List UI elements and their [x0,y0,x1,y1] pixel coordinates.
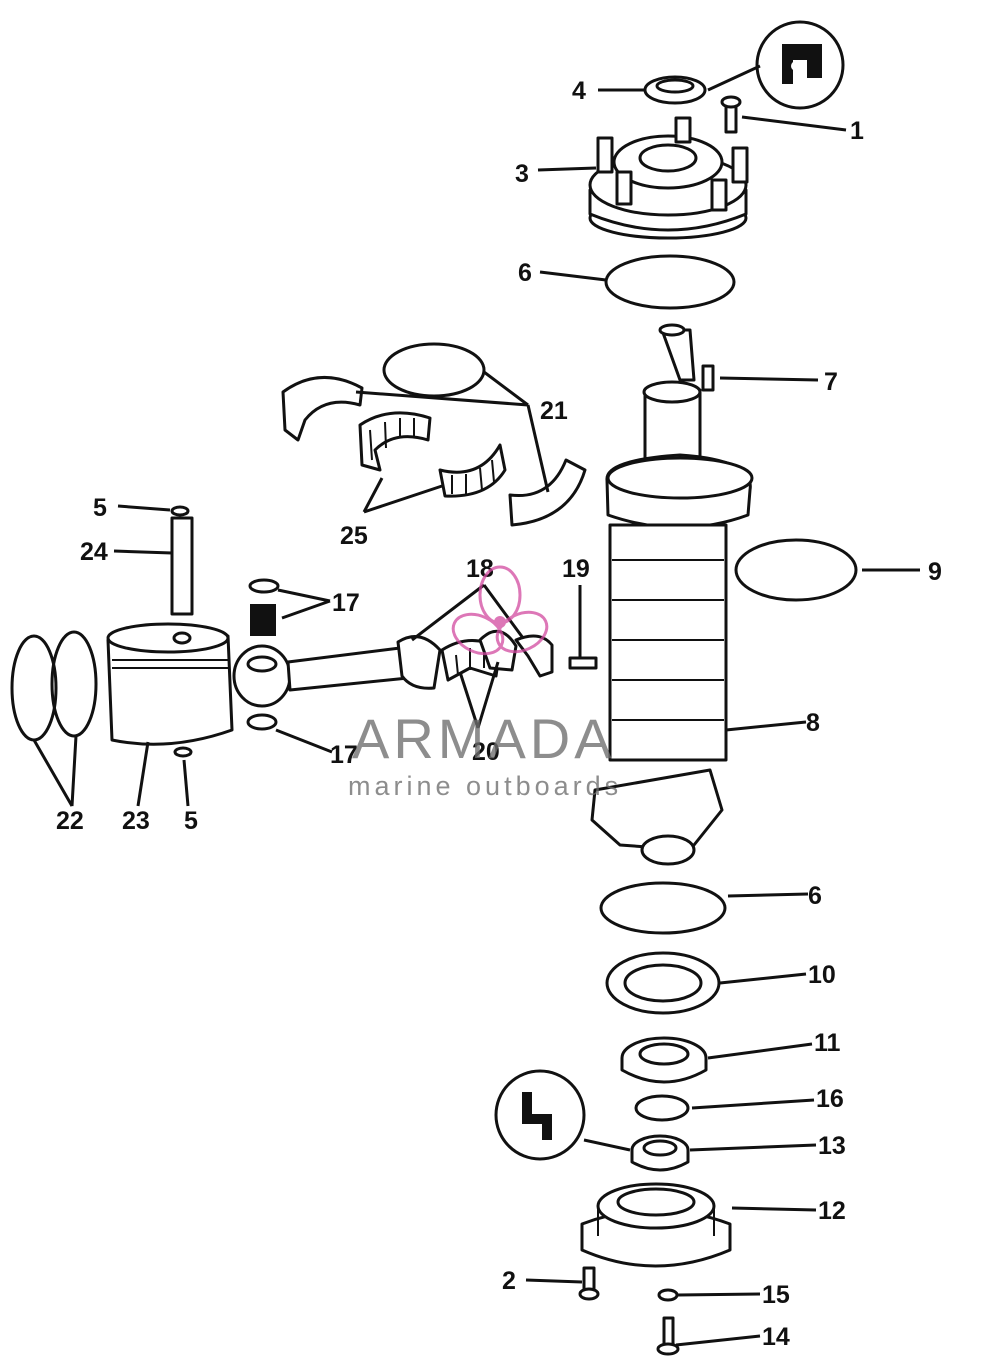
piston [106,622,234,746]
connecting-rod [232,635,442,708]
callout-14: 14 [762,1323,790,1351]
callout-11: 11 [814,1029,841,1057]
callout-15: 15 [762,1281,790,1309]
upper-seal [643,75,707,105]
rod-bearing-20 [440,629,518,682]
piston-rings [10,630,98,742]
callout-24: 24 [80,538,108,566]
callout-2: 2 [502,1267,516,1295]
seal-lip-icon [755,20,845,110]
callout-20: 20 [472,738,500,766]
callout-23: 23 [122,807,150,835]
callout-1: 1 [850,117,864,145]
bearing-half-left [281,376,364,442]
propeller-logo-icon [451,565,549,656]
callout-18: 18 [466,555,494,583]
callout-5-lower: 5 [184,807,198,835]
needle-cage-25b [438,443,507,498]
crankshaft [590,323,754,866]
callout-labels: 4 1 3 6 7 21 5 25 24 18 19 9 17 8 17 20 … [56,77,942,1351]
bearing-retainer [605,951,721,1015]
callout-13: 13 [818,1132,846,1160]
callout-16: 16 [816,1085,844,1113]
callout-19: 19 [562,555,590,583]
upper-bearing-housing [588,116,749,240]
callout-17-upper: 17 [332,589,360,617]
callout-25: 25 [340,522,368,550]
bearing-half-right [508,458,587,527]
piston-pin [170,516,194,616]
bearing-ring-21 [382,342,486,398]
pin-clip-lower [173,746,193,758]
watermark-tagline: marine outboards [348,771,622,801]
o-ring-lower [599,881,727,935]
o-ring-upper [604,254,736,310]
retaining-ring [734,538,858,602]
needle-bearing-17 [246,578,280,731]
callout-12: 12 [818,1197,846,1225]
rod-cap [514,634,554,678]
seal-lip-icon-2 [494,1069,586,1161]
leader-lines [32,64,920,1347]
callout-22: 22 [56,807,84,835]
watermark-brand: ARMADA [352,707,616,770]
needle-cage-25a [358,411,432,472]
callout-7: 7 [824,368,838,396]
callout-10: 10 [808,961,836,989]
callout-9: 9 [928,558,942,586]
callout-17-lower: 17 [330,741,358,769]
callout-6-upper: 6 [518,259,532,287]
hardware-screws [578,1266,680,1356]
ball-bearing [620,1036,708,1084]
callout-21: 21 [540,397,568,425]
pin-clip-upper [170,505,190,517]
lower-bearing-housing [580,1182,732,1268]
rod-bolt [568,656,598,670]
callout-3: 3 [515,160,529,188]
callout-5-upper: 5 [93,494,107,522]
housing-screw [720,95,742,134]
callout-4: 4 [572,77,586,105]
callout-6-lower: 6 [808,882,822,910]
woodruff-key [701,364,715,392]
watermark: ARMADA marine outboards [348,565,622,801]
snap-ring [634,1094,690,1122]
lower-seal [630,1134,690,1172]
callout-8: 8 [806,709,820,737]
